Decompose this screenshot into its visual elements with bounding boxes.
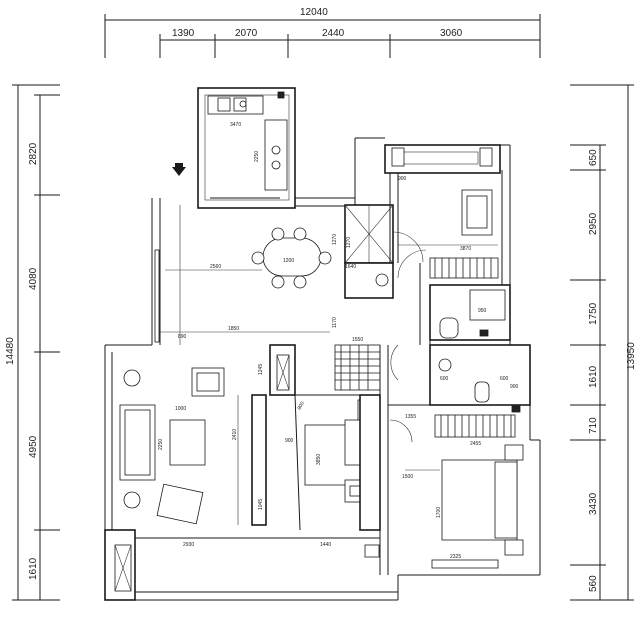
- bedroom-2: 900 3850 800: [269, 344, 381, 531]
- entrance-arrow-icon: [172, 163, 186, 176]
- tv-depth-label: 2410: [232, 429, 238, 440]
- top-total-dimension: 12040: [300, 7, 328, 18]
- corridor-height-label: 1170: [332, 317, 338, 328]
- corridor-left-label: 890: [178, 334, 187, 340]
- interior-partitions: [295, 173, 530, 575]
- living-room: 1000 2250 2410 1245 1045 2930 1440: [119, 364, 331, 548]
- top-segment-3: 2440: [322, 28, 345, 39]
- living-top-label: 1245: [258, 364, 264, 375]
- bed3-wardrobe-hatch: [434, 258, 492, 278]
- exterior-walls: [104, 137, 541, 601]
- top-segment-1: 1390: [172, 28, 195, 39]
- right-dimension-chain: 13950 650 2950 1750 1610 710 3430 560: [570, 84, 637, 601]
- bath1-width-label: 950: [478, 308, 487, 314]
- master-height-label: 1700: [436, 507, 442, 518]
- bed3-width-label: 3870: [460, 246, 471, 252]
- hall-cabinets: 1270 1640: [344, 204, 424, 299]
- right-segment-6: 3430: [588, 492, 599, 515]
- right-total-dimension: 13950: [626, 342, 637, 370]
- top-dimension-chain: 12040 1390 2070 2440 3060: [104, 7, 541, 58]
- kitchen-width-label: 3470: [230, 122, 241, 128]
- living-low-label: 1045: [258, 499, 264, 510]
- master-top-label: 1355: [405, 414, 416, 420]
- bed2-door-label: 800: [297, 401, 306, 411]
- left-segment-3: 4950: [28, 435, 39, 458]
- bed3-top-label: 900: [398, 176, 407, 182]
- balcony-right-label: 1440: [320, 542, 331, 548]
- left-total-dimension: 14480: [5, 337, 16, 365]
- top-segment-2: 2070: [235, 28, 258, 39]
- bath2-width-label: 900: [510, 384, 519, 390]
- kitchen: 3470 2250: [197, 87, 296, 209]
- bed2-height-label: 3850: [316, 454, 322, 465]
- hall-b-label: 1640: [345, 264, 356, 270]
- right-segment-3: 1750: [588, 302, 599, 325]
- right-segment-1: 650: [588, 149, 599, 166]
- wardrobe-width-label: 1550: [352, 337, 363, 343]
- master-low-label: 2325: [450, 554, 461, 560]
- bed2-width-label: 900: [285, 438, 294, 444]
- master-bedroom: 1355 2455 1700 2325 1500: [389, 414, 524, 560]
- left-segment-2: 4080: [28, 267, 39, 290]
- dining-width-label: 2560: [210, 264, 221, 270]
- right-segment-2: 2950: [588, 212, 599, 235]
- bedroom-3: 3870 900: [397, 176, 499, 279]
- hall-a-label: 1270: [346, 237, 352, 248]
- kitchen-height-label: 2250: [254, 151, 260, 162]
- left-segment-4: 1610: [28, 557, 39, 580]
- wc-b-label: 600: [500, 376, 509, 382]
- corridor-mid-label: 1850: [228, 326, 239, 332]
- right-segment-4: 1610: [588, 365, 599, 388]
- dining-table-label: 1200: [283, 258, 294, 264]
- wc-a-label: 600: [440, 376, 449, 382]
- dining-right-label: 1270: [332, 234, 338, 245]
- bathroom-2: 600 600 900: [429, 344, 531, 413]
- top-segment-4: 3060: [440, 28, 463, 39]
- left-segment-1: 2820: [28, 142, 39, 165]
- master-top2-label: 1500: [402, 474, 413, 480]
- right-segment-5: 710: [588, 417, 599, 434]
- sofa-length-label: 2250: [158, 439, 164, 450]
- left-dimension-chain: 14480 2820 4080 4950 1610: [5, 84, 60, 601]
- right-segment-7: 560: [588, 575, 599, 592]
- bathroom-1: 950: [429, 284, 511, 341]
- dining-area: 1200 2560 1270 1850 890: [160, 205, 338, 345]
- sofa-width-label: 1000: [175, 406, 186, 412]
- master-width-label: 2455: [470, 441, 481, 447]
- balcony-width-label: 2930: [183, 542, 194, 548]
